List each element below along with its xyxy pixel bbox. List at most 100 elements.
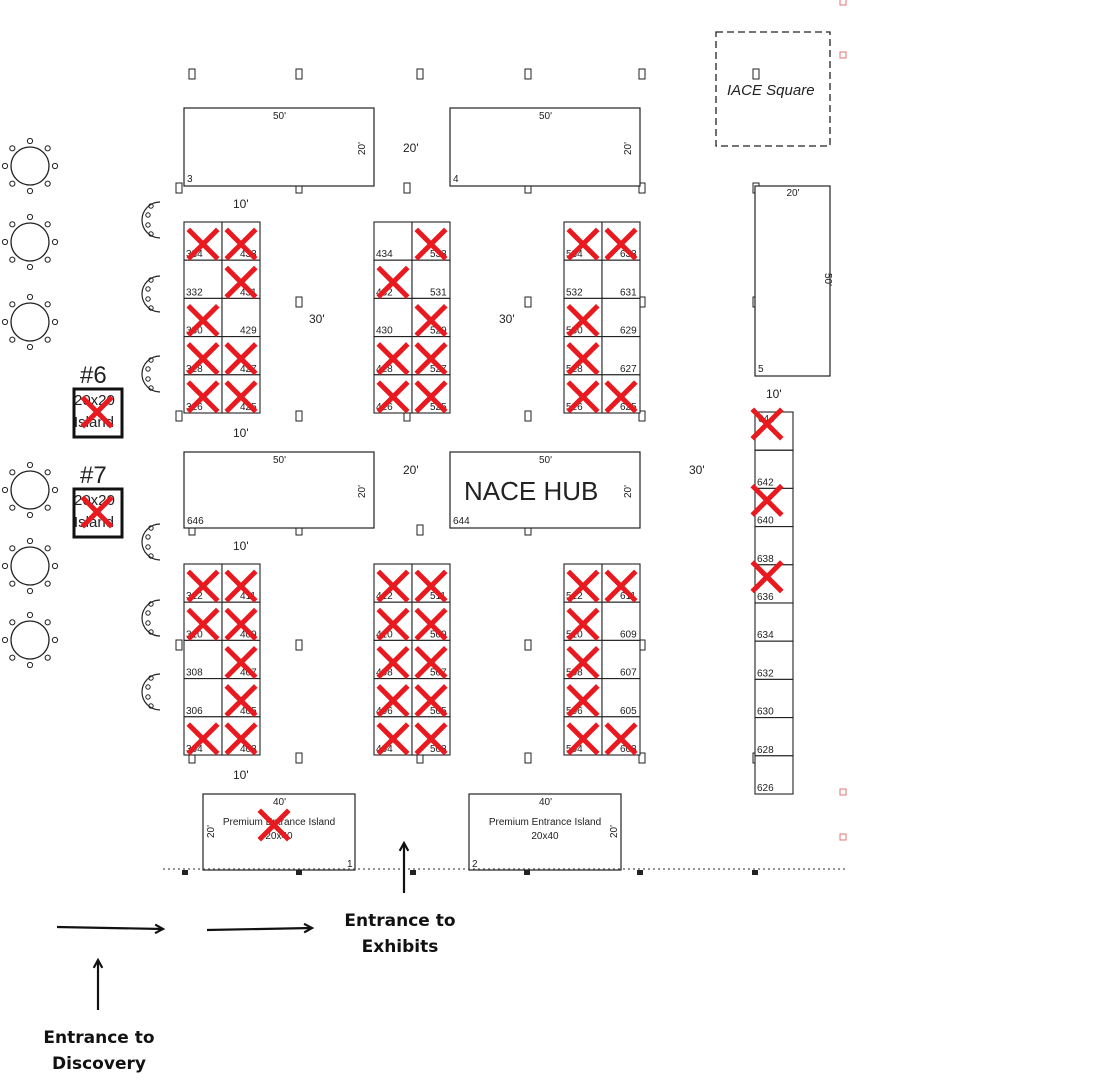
sold-x-mark [604,380,638,414]
booth-number: 308 [186,668,203,679]
x-stroke [80,495,114,529]
sold-x-mark [224,607,258,641]
wall-post [752,870,758,875]
booth-depth-label: 20' [357,142,368,155]
booth-number: 644 [758,414,775,425]
chair [44,221,51,228]
x-stroke [750,560,784,594]
arc-chair [148,553,154,559]
seating-arc [141,275,161,313]
aisle-width-label: 10' [233,197,249,211]
chair [44,580,51,587]
x-stroke [80,395,114,429]
island-number: #6 [80,362,107,389]
x-stroke [224,380,258,414]
booth-depth-label: 20' [623,142,634,155]
arc-chair [145,212,151,218]
pillar [638,68,646,80]
x-stroke [414,684,448,718]
sold-x-mark [376,342,410,376]
booth-number: 429 [240,326,257,337]
arc-chair [145,286,151,292]
seating-arc [141,201,161,239]
pillar [524,752,532,764]
arrow-shaft [206,926,313,932]
sold-x-mark [604,722,638,756]
sold-x-mark [566,684,600,718]
booth-number: 644 [453,516,470,527]
sold-x-mark [186,569,220,603]
large-booths: 350'20'450'20'520'50'64650'20'64450'20'N… [183,107,833,529]
aisle-width-label: 20' [403,141,419,155]
island-outline [72,387,124,439]
pillar [638,410,646,422]
round-table [1,213,59,271]
x-stroke [414,342,448,376]
table-top [10,146,50,186]
arc-chair [148,525,154,531]
sold-x-mark [750,483,784,517]
chair [51,318,59,326]
sold-x-mark [186,303,220,338]
arc-chair [145,366,151,372]
x-stroke [414,722,448,756]
sold-x-mark [257,808,291,842]
chair [44,545,51,552]
booth-depth-label: 50' [822,273,833,286]
arc-chair [145,610,151,616]
chair [26,187,34,195]
pillar [416,68,424,80]
x-stroke [376,569,410,603]
entrance-arrows [56,840,410,1010]
sold-x-mark [224,569,258,603]
sold-x-mark [376,607,410,641]
sold-x-mark [224,342,258,376]
sold-x-mark [604,569,638,603]
booth-number: 628 [757,745,774,756]
chair [26,263,34,271]
arc-line [141,599,161,637]
sold-x-mark [414,607,448,641]
sold-marks [80,227,784,842]
chair [9,469,16,476]
round-table [1,293,59,351]
x-stroke [414,569,448,603]
arc-chair [148,357,154,363]
arc-chair [145,694,151,700]
pillar [295,410,303,422]
chair [44,256,51,263]
booth-cell [754,755,794,795]
x-stroke [376,722,410,756]
sold-x-mark [566,645,600,680]
table-top [10,546,50,586]
arrow-up-discovery [92,957,104,1010]
seating-arc [141,673,161,711]
sold-x-mark [376,684,410,718]
arc-chair [145,684,151,690]
nace-hub-label: NACE HUB [464,476,598,506]
booth-width-label: 20' [787,188,800,199]
x-stroke [224,265,258,299]
booth-width-label: 50' [273,111,286,122]
island-number: #7 [80,462,107,489]
round-table [1,461,59,519]
sold-x-mark [750,560,784,594]
arc-chair [148,675,154,681]
chair [26,537,34,545]
booth-cell [601,336,641,376]
booth-depth-label: 20' [357,485,368,498]
aisle-width-label: 30' [309,312,325,326]
pillar [175,182,183,194]
booth-cell [601,297,641,338]
round-table [1,537,59,595]
arc-chair [145,376,151,382]
chair [1,238,9,246]
booth-number: 640 [757,516,774,527]
x-stroke [224,722,258,756]
aisle-width-label: 30' [689,463,705,477]
pillar [403,182,411,194]
pillar [295,752,303,764]
booth-cell [754,526,794,566]
booth-cell [183,639,223,680]
seating-arc [141,355,161,393]
